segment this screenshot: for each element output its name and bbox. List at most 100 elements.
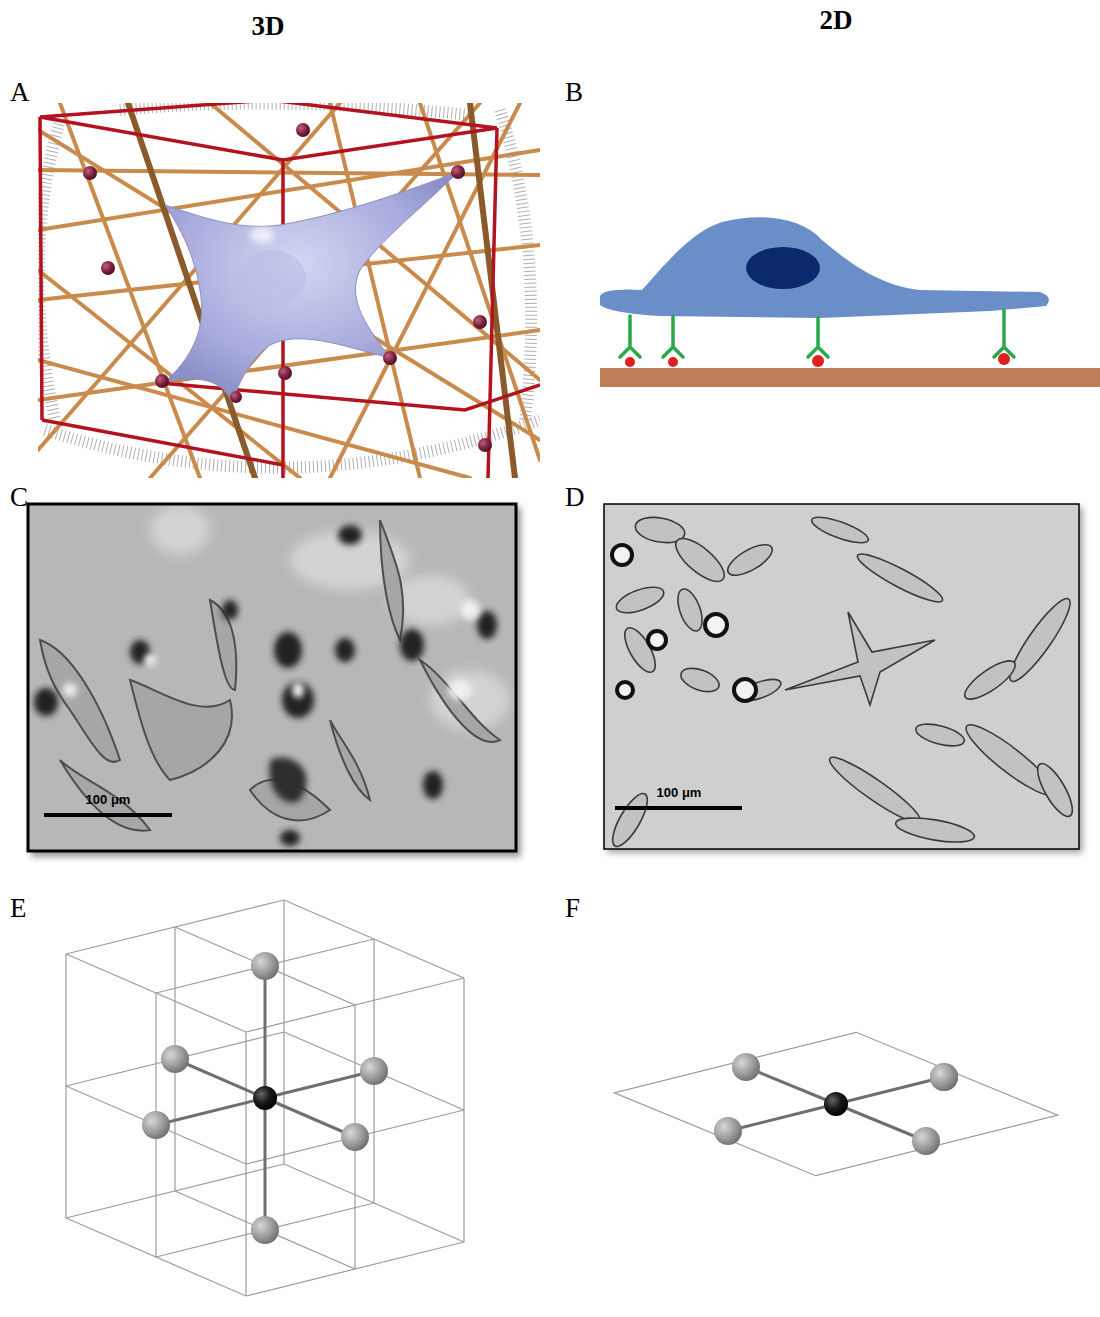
panel-letter: F bbox=[565, 894, 580, 924]
scale-bar bbox=[615, 806, 742, 810]
micrograph-content bbox=[269, 757, 306, 802]
grid-line bbox=[463, 978, 464, 1242]
micrograph-content bbox=[914, 720, 967, 750]
neighbour-sphere bbox=[930, 1063, 958, 1091]
micrograph-content bbox=[423, 771, 443, 799]
lattice-box bbox=[40, 117, 42, 420]
micrograph-content bbox=[130, 680, 232, 780]
lattice-box bbox=[40, 103, 497, 160]
micrograph-content bbox=[40, 520, 500, 831]
neighbour-sphere bbox=[251, 952, 279, 980]
micrograph-content bbox=[1031, 759, 1078, 821]
adhesion-sphere bbox=[383, 351, 397, 365]
nucleus bbox=[746, 247, 820, 289]
grid-line bbox=[246, 978, 464, 1032]
neighbour-sphere bbox=[912, 1127, 940, 1155]
micrograph-3d bbox=[28, 504, 521, 857]
fibre-rod bbox=[330, 103, 520, 478]
substrate bbox=[600, 368, 1100, 387]
adhesion-sphere bbox=[296, 123, 310, 137]
lattice-3d bbox=[66, 900, 464, 1296]
adhesion-sphere bbox=[478, 438, 492, 452]
micrograph-content bbox=[335, 638, 355, 662]
micrograph-content bbox=[63, 600, 480, 700]
micrograph-content bbox=[34, 688, 58, 716]
micrograph-content bbox=[150, 505, 210, 555]
panel-letter: E bbox=[10, 894, 27, 924]
micrograph-content bbox=[604, 504, 1079, 849]
bond-rod bbox=[265, 1071, 374, 1098]
column-heading: 3D bbox=[252, 12, 285, 42]
cell-2d bbox=[600, 217, 1049, 318]
bond-rod bbox=[264, 966, 267, 1098]
micrograph-content bbox=[460, 600, 480, 620]
bond-rod bbox=[175, 1059, 265, 1098]
grid-line bbox=[284, 900, 464, 978]
photo-frame bbox=[604, 504, 1079, 849]
lattice-box bbox=[488, 128, 497, 478]
micrograph-content bbox=[60, 760, 150, 831]
micrograph-content bbox=[612, 545, 756, 701]
neighbour-sphere bbox=[341, 1123, 369, 1151]
cell-3d bbox=[250, 227, 274, 243]
micrograph-content bbox=[28, 504, 516, 851]
panel-letter: C bbox=[10, 483, 28, 513]
micrograph-content bbox=[400, 629, 424, 661]
micrograph-content bbox=[604, 504, 1079, 849]
micrograph-content bbox=[222, 600, 238, 620]
micrograph-content bbox=[34, 525, 497, 846]
neighbour-sphere bbox=[360, 1057, 388, 1085]
ligand-dot bbox=[668, 357, 678, 367]
integrin bbox=[808, 318, 828, 357]
micrograph-content bbox=[1002, 593, 1077, 688]
micrograph-content bbox=[606, 789, 653, 849]
bond-rod bbox=[836, 1104, 926, 1141]
adhesion-sphere bbox=[101, 261, 115, 275]
neighbour-sphere bbox=[930, 1063, 958, 1091]
micrograph-content bbox=[678, 664, 722, 696]
micrograph-content bbox=[613, 582, 667, 618]
micrograph-content bbox=[380, 520, 403, 640]
micrograph-content bbox=[269, 757, 306, 802]
micrograph-content bbox=[144, 654, 156, 666]
micrograph-content bbox=[606, 512, 1078, 849]
scale-bar bbox=[44, 813, 172, 817]
integrin bbox=[620, 310, 1014, 357]
micrograph-content bbox=[274, 632, 302, 668]
micrograph-content bbox=[63, 683, 77, 697]
neighbour-sphere bbox=[251, 1216, 279, 1244]
lattice-box bbox=[40, 103, 540, 478]
cell-3d bbox=[165, 172, 458, 402]
centre-sphere bbox=[253, 1086, 277, 1110]
micrograph-content bbox=[280, 830, 300, 846]
micrograph-content bbox=[330, 720, 370, 800]
bond-rod bbox=[156, 1098, 265, 1125]
adhesion-sphere bbox=[83, 166, 97, 180]
micrograph-content bbox=[723, 539, 776, 581]
micrograph-content bbox=[338, 525, 362, 545]
bond-rod bbox=[728, 1104, 836, 1131]
micrograph-content bbox=[673, 586, 707, 634]
bond-rod bbox=[746, 1067, 836, 1104]
neighbour-sphere bbox=[142, 1111, 170, 1139]
micrograph-content bbox=[705, 614, 727, 636]
micrograph-content bbox=[448, 680, 472, 700]
micrograph-content bbox=[282, 682, 314, 718]
neighbour-sphere bbox=[714, 1117, 742, 1145]
ligand-dot bbox=[625, 353, 1010, 367]
cell-3d bbox=[238, 250, 306, 306]
integrin bbox=[994, 310, 1014, 357]
micrograph-content bbox=[960, 655, 1021, 706]
micrograph-content bbox=[28, 504, 516, 851]
ligand-dot bbox=[998, 353, 1010, 365]
cell-3d bbox=[165, 172, 458, 402]
micrograph-content bbox=[292, 682, 304, 698]
micrograph-content bbox=[734, 679, 756, 701]
grid-line bbox=[246, 1110, 464, 1164]
neighbour-sphere bbox=[161, 1045, 189, 1073]
adhesion-sphere bbox=[451, 165, 465, 179]
bond-rod bbox=[264, 1098, 267, 1230]
